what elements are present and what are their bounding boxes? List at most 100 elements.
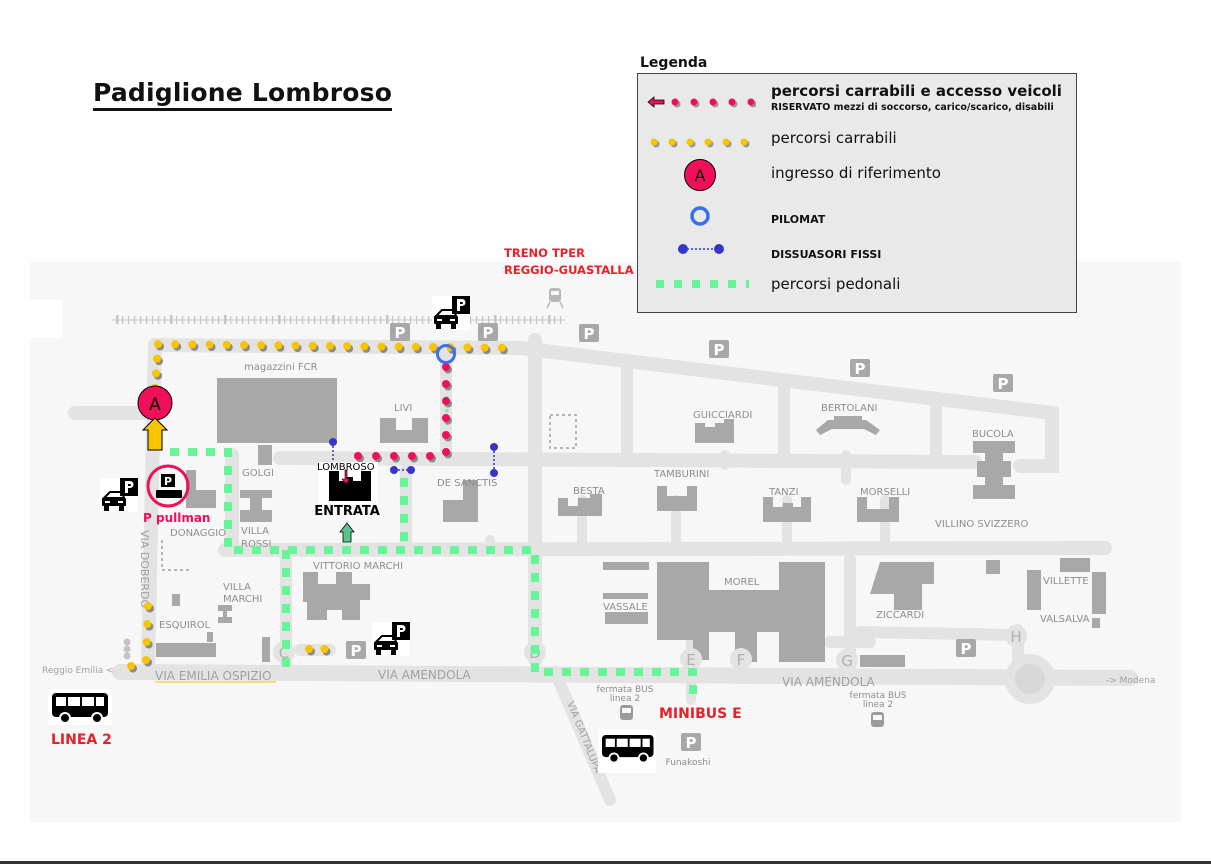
label-villa-marchi-2: MARCHI xyxy=(223,594,262,605)
label-besta: BESTA xyxy=(573,486,605,497)
vehicle-route-dot xyxy=(308,341,317,350)
building-vassale-2 xyxy=(603,593,648,599)
restricted-route-dot xyxy=(442,397,450,405)
railway-tie xyxy=(308,316,310,324)
bus-stop-icon xyxy=(620,705,633,720)
legend-label: ingresso di riferimento xyxy=(771,164,941,182)
vehicle-route-dot xyxy=(142,656,150,664)
pilomat-icon xyxy=(436,344,456,364)
label-vassale: VASSALE xyxy=(603,602,648,613)
green-arrow-icon xyxy=(339,522,355,543)
vehicle-route-dot xyxy=(429,343,438,352)
railway-tie xyxy=(302,316,304,324)
railway-tie xyxy=(374,316,376,324)
yellow-arrow-icon xyxy=(141,417,169,451)
parking-icon xyxy=(390,323,410,342)
vehicle-route-dot xyxy=(171,340,180,349)
page-title: Padiglione Lombroso xyxy=(93,78,393,111)
building-bertolani-top xyxy=(834,416,862,422)
railway-tie xyxy=(284,316,286,324)
label-livi: LIVI xyxy=(394,403,412,414)
minibus-icon xyxy=(598,729,656,773)
entrata-label: ENTRATA xyxy=(314,504,380,519)
label-tanzi: TANZI xyxy=(768,487,798,498)
building-guicciardi xyxy=(695,419,734,443)
entrance-marker-a[interactable]: A xyxy=(137,385,173,451)
building-vassale-1 xyxy=(603,562,649,570)
label-de-sanctis: DE SANCTIS xyxy=(437,478,497,489)
legend-label: PILOMAT xyxy=(771,213,826,226)
railway-tie xyxy=(326,316,328,324)
vehicle-route-dot xyxy=(144,602,152,610)
railway-tie xyxy=(554,316,556,324)
bus-parking-marker[interactable]: P xyxy=(146,464,190,508)
building-bucola xyxy=(973,441,1015,499)
parking-icon xyxy=(993,374,1013,393)
building-bertolani xyxy=(816,420,880,435)
railway-tie xyxy=(410,316,412,324)
road-h-ziccardi xyxy=(854,626,1024,641)
label-villa-rossi-1: VILLA xyxy=(241,526,269,537)
street-via-amendola-1: VIA AMENDOLA xyxy=(378,668,472,682)
railway-tie xyxy=(152,316,154,324)
lombroso-building[interactable]: LOMBROSO ENTRATA xyxy=(314,462,380,543)
parking-icon xyxy=(579,324,599,343)
pedestrian-routes xyxy=(170,448,697,700)
restricted-route-dot xyxy=(372,452,380,460)
railway-tie xyxy=(170,315,173,324)
entrance-marker-letter: A xyxy=(149,395,161,415)
gate-h: H xyxy=(1010,628,1021,646)
red-arrow-icon xyxy=(341,469,351,485)
gates: C D E F G H xyxy=(273,625,1027,671)
dotted-area-2 xyxy=(161,540,190,571)
vehicle-route-dot xyxy=(305,645,313,653)
railway-tie xyxy=(188,316,190,324)
label-valsalva: VALSALVA xyxy=(1040,614,1090,625)
traffic-light-icon xyxy=(123,638,131,660)
label-ziccardi: ZICCARDI xyxy=(876,610,924,621)
legend-box: percorsi carrabili e accesso veicoli RIS… xyxy=(637,73,1077,313)
railway-tie xyxy=(128,316,130,324)
railway-tie xyxy=(506,316,508,324)
railway-tie xyxy=(266,316,268,324)
car-parking-icon xyxy=(99,477,139,513)
legend-item-pilomat: PILOMAT xyxy=(638,204,1076,230)
legend-sublabel: RISERVATO mezzi di soccorso, carico/scar… xyxy=(771,102,1054,113)
parking-icon xyxy=(681,733,701,752)
legend-label: percorsi carrabili e accesso veicoli xyxy=(771,82,1062,100)
railway-tie xyxy=(206,316,208,324)
building-ziccardi xyxy=(870,562,934,610)
building-villette-a xyxy=(1027,570,1041,610)
building-besta xyxy=(558,494,602,516)
vehicle-route-dot xyxy=(257,341,266,350)
railway-tie xyxy=(428,316,430,324)
restricted-route-dot xyxy=(442,414,450,422)
building-labels: magazzini FCR LIVI GOLGI DONAGGIO VILLA … xyxy=(159,362,1090,631)
railway-tie xyxy=(260,316,262,324)
restricted-route-dot xyxy=(442,448,450,456)
railway-tie xyxy=(116,315,119,324)
street-reggio-emilia: Reggio Emilia < xyxy=(42,666,114,676)
bus-stop-label-2a: fermata BUS xyxy=(850,691,907,701)
building-c-post xyxy=(262,637,270,662)
railway-tie xyxy=(380,316,382,324)
gate-c: C xyxy=(279,644,289,662)
label-bertolani: BERTOLANI xyxy=(821,403,877,414)
railway-tie xyxy=(518,316,520,324)
gate-e: E xyxy=(686,651,695,669)
vehicle-route-dot xyxy=(394,342,403,351)
railway-tie xyxy=(278,315,281,324)
restricted-route-dot xyxy=(408,452,416,460)
label-guicciardi: GUICCIARDI xyxy=(693,410,752,421)
fixed-bollards xyxy=(329,438,498,477)
restricted-route-dot xyxy=(442,380,450,388)
street-via-amendola-2: VIA AMENDOLA xyxy=(782,675,876,689)
building-donaggio xyxy=(186,470,216,508)
entrance-marker-icon: A xyxy=(684,159,716,191)
vehicle-route-dot xyxy=(325,341,334,350)
legend-heading: Legenda xyxy=(640,55,708,71)
railway-tie xyxy=(512,316,514,324)
parking-icon xyxy=(478,323,498,342)
legend-item-bollards: DISSUASORI FISSI xyxy=(638,239,1076,263)
